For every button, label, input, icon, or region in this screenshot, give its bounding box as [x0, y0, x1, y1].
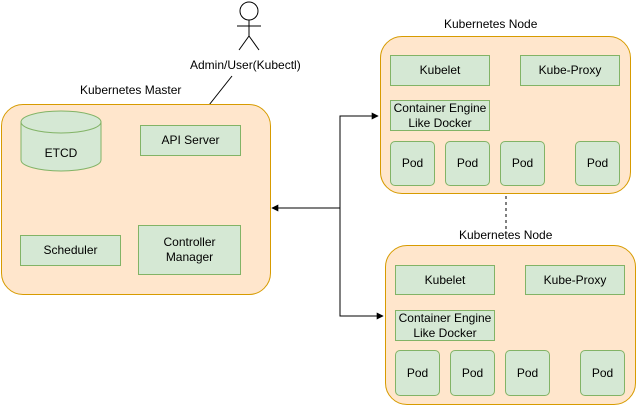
pod-label: Pod: [461, 365, 484, 380]
controller-manager-label: Controller Manager: [163, 235, 216, 264]
pod-label: Pod: [516, 365, 539, 380]
node2-kubelet-label: Kubelet: [424, 272, 466, 287]
admin-user-actor-icon: [237, 1, 261, 51]
scheduler-label: Scheduler: [43, 243, 98, 257]
node1-link-arrow: [339, 112, 379, 208]
node2-kubelet-box[interactable]: Kubelet: [395, 265, 495, 295]
node1-container-engine-box[interactable]: Container Engine Like Docker: [390, 100, 490, 131]
api-server-box[interactable]: API Server: [140, 125, 241, 156]
node1-kubelet-box[interactable]: Kubelet: [390, 55, 490, 86]
pod-label: Pod: [406, 365, 429, 380]
node2-container-engine-label: Container Engine Like Docker: [398, 310, 492, 340]
node2-title: Kubernetes Node: [459, 228, 553, 242]
scheduler-box[interactable]: Scheduler: [20, 235, 121, 266]
etcd-label: ETCD: [44, 146, 78, 160]
node2-kube-proxy-box[interactable]: Kube-Proxy: [525, 265, 625, 295]
node1-kubelet-label: Kubelet: [419, 63, 461, 77]
actor-label: Admin/User(Kubectl): [190, 58, 301, 72]
controller-manager-box[interactable]: Controller Manager: [138, 225, 241, 275]
node1-pod-4[interactable]: Pod: [575, 141, 620, 186]
node2-link-arrow: [339, 208, 384, 320]
master-title: Kubernetes Master: [80, 83, 182, 97]
node2-container-engine-box[interactable]: Container Engine Like Docker: [395, 310, 495, 341]
node1-pod-3[interactable]: Pod: [500, 141, 545, 186]
node2-pod-1[interactable]: Pod: [395, 350, 440, 396]
node2-kube-proxy-label: Kube-Proxy: [543, 272, 607, 287]
etcd-database-icon: [20, 110, 102, 172]
node1-title: Kubernetes Node: [444, 17, 538, 31]
node1-container-engine-label: Container Engine Like Docker: [393, 100, 487, 130]
node2-pod-2[interactable]: Pod: [450, 350, 495, 396]
node2-pod-4[interactable]: Pod: [580, 350, 625, 396]
node1-pod-1[interactable]: Pod: [390, 141, 435, 186]
node2-pod-3[interactable]: Pod: [505, 350, 550, 396]
pod-label: Pod: [511, 156, 534, 170]
node1-kube-proxy-label: Kube-Proxy: [538, 63, 602, 77]
api-server-label: API Server: [161, 133, 220, 147]
pod-label: Pod: [456, 156, 479, 170]
pod-label: Pod: [591, 365, 614, 380]
pod-label: Pod: [586, 156, 609, 170]
pod-label: Pod: [401, 156, 424, 170]
node1-kube-proxy-box[interactable]: Kube-Proxy: [520, 55, 620, 86]
node1-pod-2[interactable]: Pod: [445, 141, 490, 186]
